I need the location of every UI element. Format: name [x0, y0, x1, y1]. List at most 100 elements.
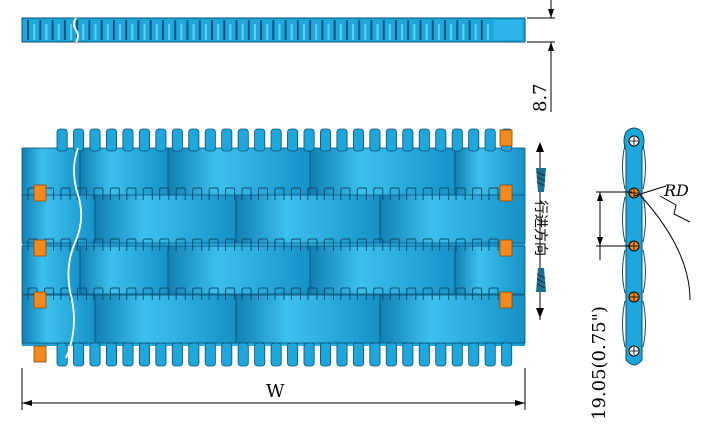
pin-end — [499, 291, 513, 309]
belt-interlock-finger — [126, 238, 137, 251]
side-strip-slot — [272, 20, 275, 40]
belt-top-tooth — [138, 128, 150, 152]
belt-interlock-finger — [488, 287, 499, 300]
side-strip-slot — [161, 20, 164, 40]
belt-bottom-tooth — [385, 342, 397, 367]
side-strip-slot — [186, 20, 189, 40]
belt-interlock-finger — [225, 187, 236, 200]
belt-top-tooth — [385, 128, 397, 152]
belt-bottom-tooth — [418, 342, 430, 367]
belt-top-tooth — [451, 128, 463, 152]
belt-interlock-finger — [307, 287, 318, 300]
belt-interlock-finger — [488, 187, 499, 200]
side-strip-slot — [444, 20, 447, 40]
belt-module — [94, 194, 237, 244]
belt-interlock-finger — [356, 187, 367, 200]
belt-interlock-finger — [159, 187, 170, 200]
pitch-dimension: 19.05(0.75") — [589, 191, 632, 420]
side-strip-slot-highlight — [131, 24, 134, 40]
belt-interlock-finger — [422, 287, 433, 300]
chain-link-edge — [622, 300, 626, 348]
chain-link-edge — [622, 196, 626, 243]
belt-interlock-finger — [175, 187, 186, 200]
belt-module — [235, 194, 381, 244]
belt-module — [454, 245, 526, 295]
belt-bottom-tooth — [451, 342, 463, 367]
side-strip-slot-highlight — [352, 24, 355, 40]
belt-interlock-finger — [274, 187, 285, 200]
side-strip-end — [494, 20, 522, 40]
belt-bottom-tooth — [89, 342, 101, 367]
belt-module — [379, 194, 526, 244]
belt-top-tooth — [402, 128, 414, 152]
side-strip-slot — [296, 20, 299, 40]
belt-interlock-finger — [422, 187, 433, 200]
belt-interlock-finger — [192, 238, 203, 251]
belt-module — [21, 147, 81, 197]
side-strip-slot — [27, 20, 30, 40]
belt-interlock-finger — [340, 238, 351, 251]
pin-end — [33, 291, 47, 309]
side-strip-slot-highlight — [217, 24, 220, 40]
belt-interlock-finger — [60, 238, 71, 251]
belt-interlock-finger — [43, 287, 55, 300]
side-strip-slot-highlight — [425, 24, 428, 40]
side-strip-slots — [27, 20, 522, 40]
belt-module — [21, 194, 96, 244]
belt-interlock-finger — [93, 187, 104, 200]
belt-bottom-tooth — [484, 342, 496, 367]
side-strip-slot-highlight — [69, 24, 72, 40]
belt-interlock-finger — [76, 287, 87, 300]
side-strip-slot — [39, 20, 42, 40]
belt-interlock-finger — [109, 187, 120, 200]
belt-interlock-finger — [208, 287, 219, 300]
belt-interlock-finger — [323, 238, 334, 251]
belt-top-tooth — [287, 128, 299, 152]
belt-interlock-finger — [439, 187, 450, 200]
belt-module — [167, 147, 311, 197]
side-strip-slot-highlight — [266, 24, 269, 40]
belt-interlock-finger — [142, 238, 153, 251]
side-strip-slot — [100, 20, 103, 40]
belt-module — [235, 294, 381, 344]
side-strip-slot — [125, 20, 128, 40]
belt-interlock-finger — [307, 187, 318, 200]
side-strip-slot-highlight — [437, 24, 440, 40]
side-strip-slot-highlight — [143, 24, 146, 40]
belt-interlock-finger — [274, 287, 285, 300]
chain-link-edge — [642, 249, 646, 294]
side-strip-slot-highlight — [413, 24, 416, 40]
belt-top-tooth — [122, 128, 134, 152]
side-strip-slot-highlight — [168, 24, 171, 40]
belt-top-tooth — [270, 128, 282, 152]
belt-interlock-finger — [192, 287, 203, 300]
side-strip-slot-highlight — [376, 24, 379, 40]
belt-module — [21, 294, 96, 344]
belt-interlock-finger — [373, 287, 384, 300]
direction-indicator: 行进方向 — [532, 142, 548, 320]
pin-end — [33, 239, 47, 257]
side-strip-slot-highlight — [278, 24, 281, 40]
belt-interlock-finger — [159, 238, 170, 251]
belt-interlock-finger — [439, 238, 450, 251]
belt-interlock-finger — [373, 238, 384, 251]
belt-bottom-tooth — [204, 342, 216, 367]
side-strip-slot — [198, 20, 201, 40]
side-strip-slot-highlight — [486, 24, 489, 40]
belt-top-tooth — [418, 128, 430, 152]
belt-top-tooth — [484, 128, 496, 152]
belt-interlock-finger — [175, 238, 186, 251]
belt-interlock-finger — [323, 287, 334, 300]
belt-pin-ends — [33, 129, 513, 363]
side-strip-slot — [247, 20, 250, 40]
belt-bottom-tooth — [122, 342, 134, 367]
belt-top-view — [21, 128, 526, 367]
chain-link-edge — [622, 144, 626, 190]
belt-interlock-finger — [93, 238, 104, 251]
belt-module — [79, 147, 169, 197]
belt-top-tooth — [105, 128, 118, 152]
side-strip-slot-highlight — [82, 24, 85, 40]
side-strip-slot-highlight — [450, 24, 453, 40]
belt-bottom-tooth — [138, 342, 150, 367]
